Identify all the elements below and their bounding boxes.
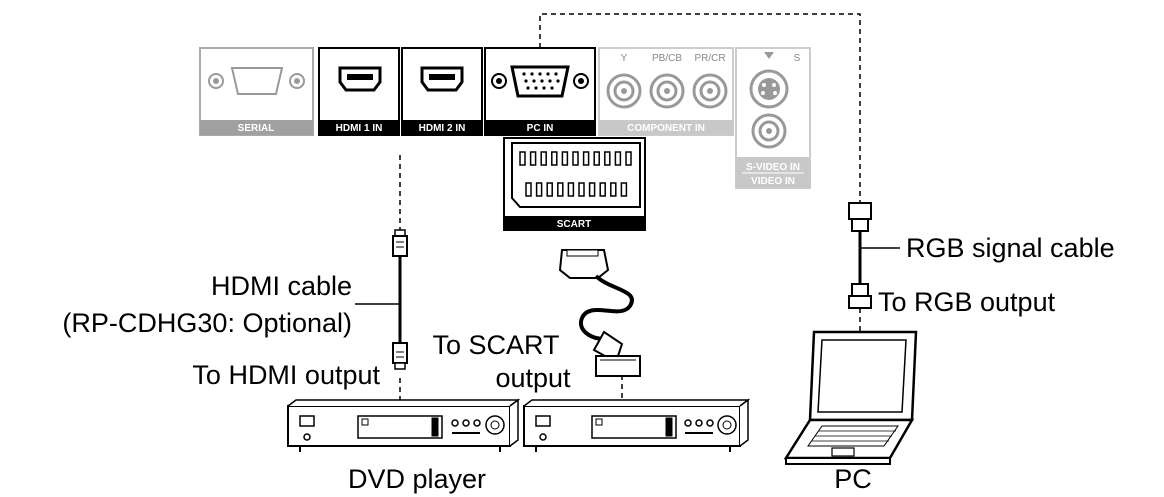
to-scart-label: To SCART — [432, 330, 559, 360]
hdmi1-label: HDMI 1 IN — [336, 123, 383, 134]
to-hdmi-output-label: To HDMI output — [192, 360, 380, 390]
rgb-cable — [848, 202, 872, 309]
component-port: Y PB/CB PR/CR COMPONENT IN — [598, 47, 734, 136]
pc-in-label: PC IN — [527, 123, 554, 134]
laptop-icon — [783, 330, 918, 465]
dvd-player-2 — [523, 398, 751, 452]
svideo-label: S-VIDEO IN — [746, 162, 800, 173]
to-rgb-output-label: To RGB output — [878, 287, 1056, 317]
hdmi-optional-label: (RP-CDHG30: Optional) — [62, 308, 352, 338]
hdmi2-label: HDMI 2 IN — [419, 123, 466, 134]
dvd-player-1 — [287, 398, 521, 452]
serial-label: SERIAL — [238, 123, 275, 134]
component-pr-label: PR/CR — [694, 53, 725, 64]
serial-port: SERIAL — [199, 47, 314, 136]
scart-pin — [525, 182, 532, 197]
pc-label: PC — [834, 464, 872, 494]
dvd-player-label: DVD player — [348, 464, 486, 494]
scart-pin — [572, 151, 579, 166]
hdmi-cable-label: HDMI cable — [211, 271, 352, 301]
scart-pin — [546, 182, 553, 197]
scart-pin — [561, 151, 569, 166]
scart-pin — [625, 151, 632, 166]
rgb-cable-label: RGB signal cable — [906, 233, 1115, 263]
scart-pin — [610, 182, 617, 197]
scart-pin — [557, 182, 564, 197]
component-pb-label: PB/CB — [652, 53, 682, 64]
scart-pin — [540, 151, 547, 166]
hdmi2-port: HDMI 2 IN — [401, 47, 483, 136]
scart-pin — [519, 151, 526, 166]
scart-pin — [593, 151, 600, 166]
scart-pin — [614, 151, 622, 166]
scart-pin — [588, 182, 596, 197]
scart-pin — [599, 182, 606, 197]
scart-label: SCART — [557, 219, 591, 230]
scart-pin — [551, 151, 558, 166]
scart-pin — [567, 182, 575, 197]
pc-in-port: PC IN — [484, 47, 596, 136]
component-y-label: Y — [621, 53, 628, 64]
scart-output-label: output — [495, 363, 571, 393]
scart-pin — [582, 151, 590, 166]
scart-pin — [529, 151, 537, 166]
scart-pin — [578, 182, 585, 197]
connector-panel: SERIAL HDMI 1 IN HDMI 2 IN — [199, 47, 811, 231]
svideo-video-port: S S-VIDEO IN VIDEO IN — [735, 47, 811, 189]
scart-cable — [558, 249, 641, 377]
scart-pin — [604, 151, 611, 166]
scart-pin — [620, 182, 628, 197]
svideo-s-label: S — [794, 53, 801, 64]
hdmi1-port: HDMI 1 IN — [318, 47, 400, 136]
scart-pin — [535, 182, 543, 197]
scart-port: SCART — [503, 137, 646, 231]
hdmi-cable — [392, 229, 408, 370]
video-label: VIDEO IN — [751, 176, 795, 187]
component-label: COMPONENT IN — [627, 123, 705, 134]
